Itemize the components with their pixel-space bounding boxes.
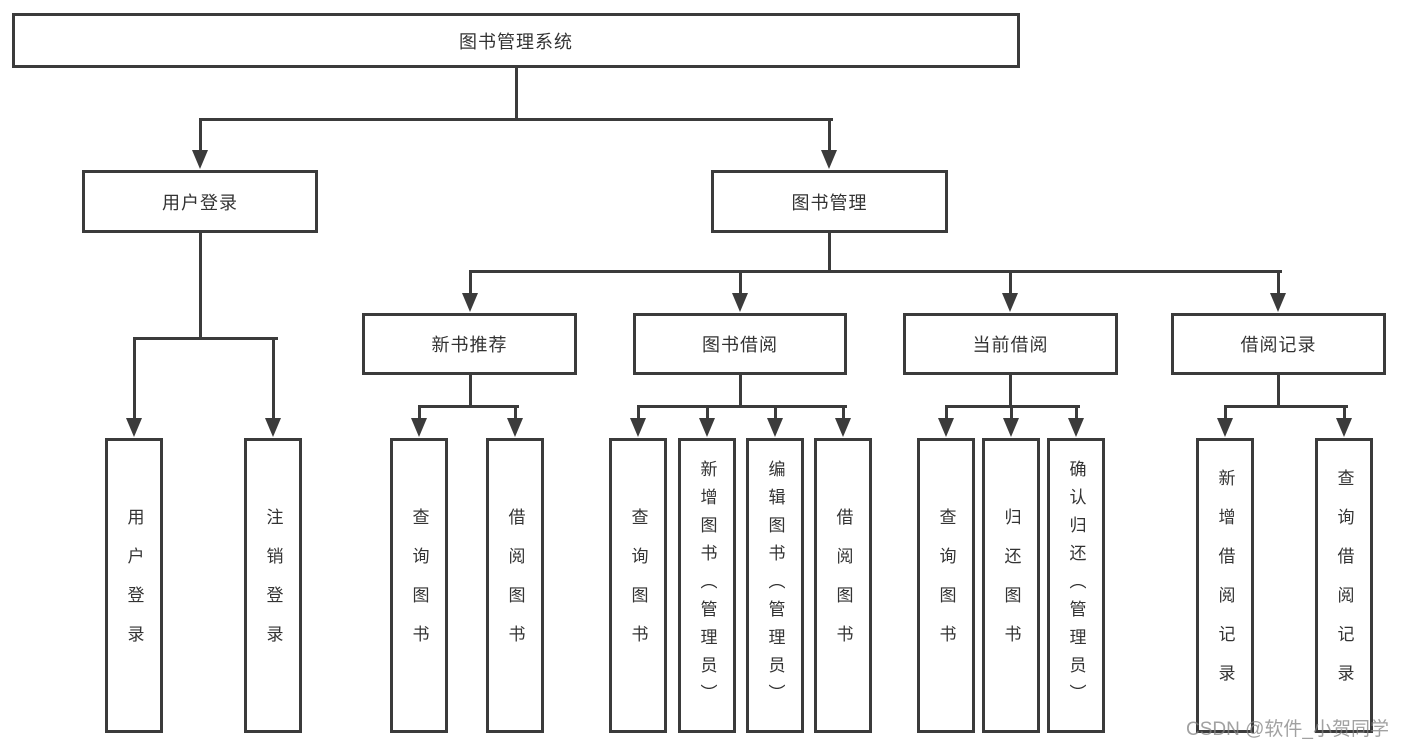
connector-drop-line	[1008, 270, 1012, 296]
leaf-query-books-3: 查询图书	[917, 438, 975, 733]
connector-bar-line	[133, 337, 278, 340]
arrow-down-icon	[1270, 293, 1286, 312]
leaf-edit-books-admin: 编辑图书（管理员）	[746, 438, 804, 733]
connector-bar-line	[469, 270, 1282, 273]
connector-drop-line	[468, 270, 472, 296]
leaf-confirm-return-admin: 确认归还（管理员）	[1047, 438, 1105, 733]
leaf-query-books-1: 查询图书	[390, 438, 448, 733]
node-root-label: 图书管理系统	[459, 31, 573, 52]
leaf-logout-label: 注销登录	[263, 507, 283, 664]
node-current-borrow-label: 当前借阅	[972, 335, 1049, 355]
arrow-down-icon	[126, 418, 142, 437]
arrow-down-icon	[1068, 418, 1084, 437]
arrow-down-icon	[630, 418, 646, 437]
arrow-down-icon	[1003, 418, 1019, 437]
connector-drop-line	[513, 405, 517, 421]
node-book-borrow: 图书借阅	[633, 313, 847, 375]
leaf-logout: 注销登录	[244, 438, 302, 733]
arrow-down-icon	[835, 418, 851, 437]
connector-stem-line	[1276, 375, 1280, 407]
connector-bar-line	[1224, 405, 1348, 408]
leaf-borrow-books-2: 借阅图书	[814, 438, 872, 733]
leaf-add-books-admin: 新增图书（管理员）	[678, 438, 736, 733]
connector-drop-line	[773, 405, 777, 421]
node-new-book-recommend-label: 新书推荐	[431, 335, 508, 355]
leaf-query-borrow-record-label: 查询借阅记录	[1334, 468, 1354, 703]
leaf-query-books-1-label: 查询图书	[409, 507, 429, 664]
connector-stem-line	[827, 233, 831, 272]
connector-drop-line	[132, 337, 136, 421]
leaf-return-books: 归还图书	[982, 438, 1040, 733]
node-user-login: 用户登录	[82, 170, 318, 233]
arrow-down-icon	[462, 293, 478, 312]
leaf-user-login: 用户登录	[105, 438, 163, 733]
connector-drop-line	[271, 337, 275, 421]
node-borrow-record-label: 借阅记录	[1240, 335, 1317, 355]
connector-drop-line	[944, 405, 948, 421]
leaf-confirm-return-admin-label: 确认归还（管理员）	[1066, 459, 1086, 712]
leaf-add-books-admin-label: 新增图书（管理员）	[697, 459, 717, 712]
arrow-down-icon	[938, 418, 954, 437]
leaf-edit-books-admin-label: 编辑图书（管理员）	[765, 459, 785, 712]
connector-drop-line	[1342, 405, 1346, 421]
connector-drop-line	[1074, 405, 1078, 421]
leaf-borrow-books-1: 借阅图书	[486, 438, 544, 733]
connector-drop-line	[1223, 405, 1227, 421]
leaf-borrow-books-1-label: 借阅图书	[505, 507, 525, 664]
node-borrow-record: 借阅记录	[1171, 313, 1386, 375]
leaf-query-books-2: 查询图书	[609, 438, 667, 733]
connector-bar-line	[637, 405, 847, 408]
connector-stem-line	[514, 68, 518, 120]
connector-drop-line	[636, 405, 640, 421]
leaf-query-books-3-label: 查询图书	[936, 507, 956, 664]
arrow-down-icon	[1002, 293, 1018, 312]
leaf-query-books-2-label: 查询图书	[628, 507, 648, 664]
csdn-watermark: CSDN @软件_小贺同学	[1186, 719, 1389, 740]
arrow-down-icon	[699, 418, 715, 437]
connector-drop-line	[198, 118, 202, 153]
connector-drop-line	[827, 118, 831, 153]
connector-bar-line	[945, 405, 1080, 408]
leaf-add-borrow-record: 新增借阅记录	[1196, 438, 1254, 733]
connector-bar-line	[199, 118, 833, 121]
arrow-down-icon	[1336, 418, 1352, 437]
node-current-borrow: 当前借阅	[903, 313, 1118, 375]
connector-stem-line	[468, 375, 472, 407]
arrow-down-icon	[821, 150, 837, 169]
node-user-login-label: 用户登录	[162, 192, 238, 213]
leaf-user-login-label: 用户登录	[124, 507, 144, 664]
connector-drop-line	[738, 270, 742, 296]
connector-drop-line	[417, 405, 421, 421]
connector-drop-line	[841, 405, 845, 421]
node-root: 图书管理系统	[12, 13, 1020, 68]
connector-drop-line	[1276, 270, 1280, 296]
connector-drop-line	[705, 405, 709, 421]
node-book-borrow-label: 图书借阅	[702, 335, 778, 355]
arrow-down-icon	[732, 293, 748, 312]
node-book-management: 图书管理	[711, 170, 948, 233]
leaf-add-borrow-record-label: 新增借阅记录	[1215, 468, 1235, 703]
arrow-down-icon	[411, 418, 427, 437]
leaf-query-borrow-record: 查询借阅记录	[1315, 438, 1373, 733]
leaf-borrow-books-2-label: 借阅图书	[833, 507, 853, 664]
arrow-down-icon	[1217, 418, 1233, 437]
node-book-management-label: 图书管理	[791, 192, 868, 213]
arrow-down-icon	[767, 418, 783, 437]
connector-drop-line	[1009, 405, 1013, 421]
arrow-down-icon	[507, 418, 523, 437]
leaf-return-books-label: 归还图书	[1001, 507, 1021, 664]
connector-stem-line	[198, 233, 202, 339]
connector-stem-line	[1008, 375, 1012, 407]
connector-stem-line	[738, 375, 742, 407]
connector-bar-line	[418, 405, 519, 408]
arrow-down-icon	[192, 150, 208, 169]
arrow-down-icon	[265, 418, 281, 437]
node-new-book-recommend: 新书推荐	[362, 313, 577, 375]
